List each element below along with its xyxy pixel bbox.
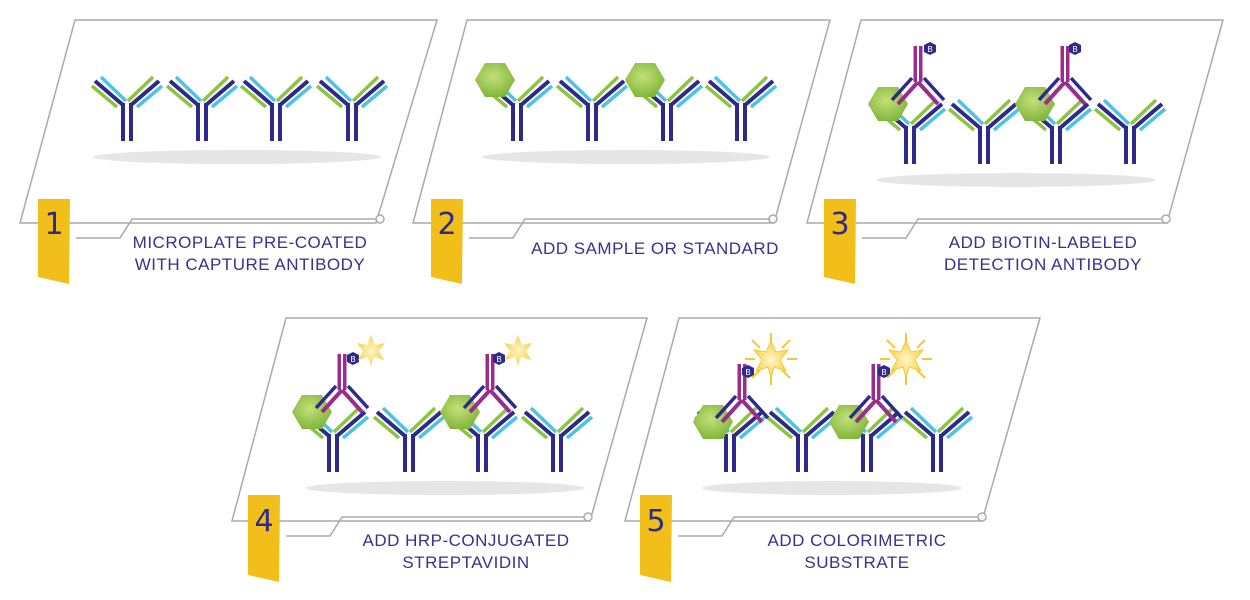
capture-antibody	[372, 406, 446, 474]
step-1-caption: MICROPLATE PRE-COATED WITH CAPTURE ANTIB…	[120, 232, 380, 276]
step-3-number: 3	[830, 207, 849, 242]
step-5-caption-line1: ADD COLORIMETRIC	[767, 531, 947, 550]
capture-antibody	[765, 406, 839, 474]
biotin-icon: B	[1069, 42, 1081, 55]
step-5-number-tab	[640, 495, 672, 582]
step-1-leader-end	[375, 214, 385, 224]
svg-text:B: B	[881, 368, 886, 377]
step-4-caption-line1: ADD HRP-CONJUGATED	[362, 531, 570, 550]
step-4-number-tab	[248, 495, 280, 582]
step-2-panel: 2	[412, 19, 831, 284]
step-3-well-frame	[806, 19, 1224, 224]
step-5-number: 5	[646, 504, 665, 539]
antigen	[693, 405, 733, 439]
colorimetric-signal-icon	[879, 332, 933, 386]
step-2-caption: ADD SAMPLE OR STANDARD	[510, 238, 800, 260]
capture-antibody	[90, 75, 164, 143]
biotin-icon: B	[493, 352, 505, 365]
step-4-leader-line	[286, 516, 584, 537]
step-5-caption-line2: SUBSTRATE	[804, 553, 910, 572]
biotin-icon: B	[742, 365, 754, 378]
step-2-well-frame	[412, 19, 831, 224]
hrp-streptavidin-icon	[504, 335, 532, 366]
svg-text:B: B	[1072, 45, 1077, 54]
step-4-plate-shadow	[305, 481, 585, 495]
step-1-well-frame	[19, 19, 439, 224]
step-2-plate-shadow	[482, 150, 770, 164]
biotin-icon: B	[878, 365, 890, 378]
step-5-leader-end	[977, 512, 987, 522]
capture-antibody	[239, 75, 313, 143]
step-3-plate-shadow	[876, 173, 1156, 187]
step-3-caption: ADD BIOTIN-LABELED DETECTION ANTIBODY	[913, 232, 1173, 276]
step-2-leader-end	[768, 214, 778, 224]
step-1-leader-line	[76, 218, 376, 239]
capture-antibody	[520, 406, 594, 474]
svg-text:B: B	[496, 355, 501, 364]
biotin-icon: B	[347, 352, 359, 365]
step-4-panel: B B 4	[231, 317, 648, 582]
step-2-number: 2	[437, 207, 456, 242]
step-2-caption-line1: ADD SAMPLE OR STANDARD	[531, 239, 779, 258]
svg-text:B: B	[745, 368, 750, 377]
step-5-leader-line	[678, 516, 978, 537]
step-4-caption-line2: STREPTAVIDIN	[402, 553, 530, 572]
step-4-leader-end	[583, 512, 593, 522]
step-4-number: 4	[254, 504, 273, 539]
capture-antibody	[555, 75, 629, 143]
step-3-caption-line2: DETECTION ANTIBODY	[944, 255, 1142, 274]
step-3-leader-line	[862, 218, 1162, 239]
capture-antibody	[165, 75, 239, 143]
colorimetric-signal-icon	[744, 332, 798, 386]
step-1-number-tab	[38, 199, 70, 284]
step-2-number-tab	[431, 199, 463, 284]
hrp-streptavidin-icon	[357, 335, 385, 366]
step-1-number: 1	[44, 207, 63, 242]
capture-antibody	[1093, 98, 1167, 166]
step-5-plate-shadow	[702, 481, 962, 495]
capture-antibody	[900, 406, 974, 474]
svg-text:B: B	[350, 355, 355, 364]
step-2-leader-line	[469, 218, 769, 239]
step-4-caption: ADD HRP-CONJUGATED STREPTAVIDIN	[336, 530, 596, 574]
svg-text:B: B	[927, 45, 932, 54]
step-3-number-tab	[824, 199, 856, 284]
step-1-panel: 1	[19, 19, 439, 284]
capture-antibody	[315, 75, 389, 143]
step-1-caption-line1: MICROPLATE PRE-COATED	[132, 233, 368, 252]
step-5-panel: B B 5	[624, 317, 1041, 582]
capture-antibody	[704, 75, 778, 143]
step-3-caption-line1: ADD BIOTIN-LABELED	[948, 233, 1138, 252]
step-3-panel: B B 3	[806, 19, 1224, 284]
capture-antibody	[947, 98, 1021, 166]
step-1-caption-line2: WITH CAPTURE ANTIBODY	[134, 255, 366, 274]
step-3-leader-end	[1161, 214, 1171, 224]
step-5-caption: ADD COLORIMETRIC SUBSTRATE	[727, 530, 987, 574]
biotin-icon: B	[924, 42, 936, 55]
step-1-plate-shadow	[93, 150, 381, 164]
